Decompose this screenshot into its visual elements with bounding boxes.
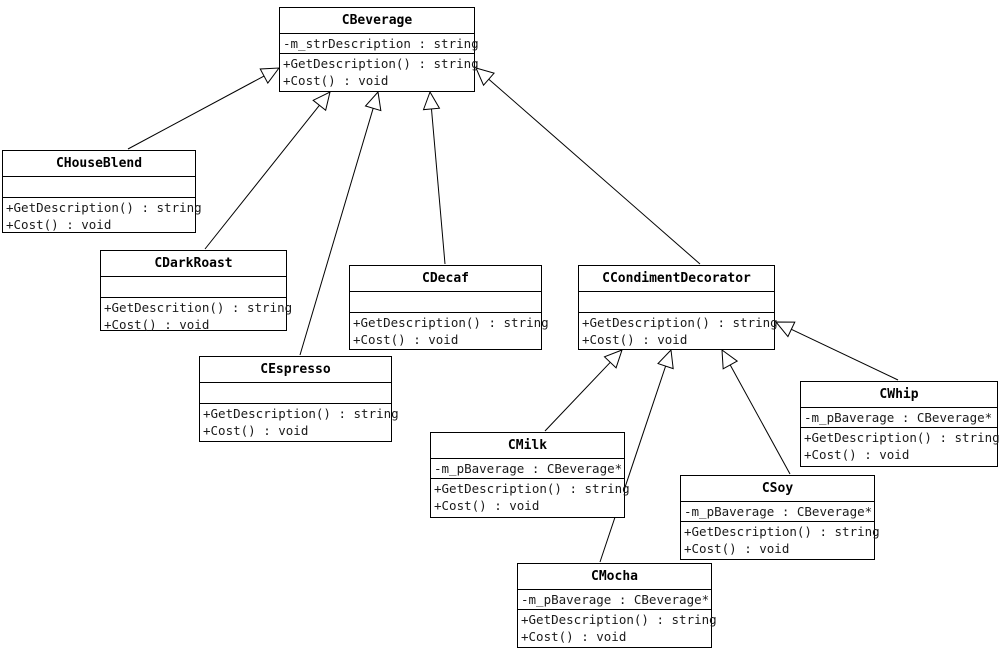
generalization-edge: [721, 348, 791, 475]
operation: +GetDescription() : string: [6, 200, 202, 215]
attribute: -m_strDescription : string: [283, 36, 479, 51]
class-operations-ccondimentdecorator: +GetDescription() : string+Cost() : void: [579, 313, 778, 351]
class-operations-chouseblend: +GetDescription() : string+Cost() : void: [3, 198, 202, 236]
operation: +GetDescription() : string: [203, 406, 399, 421]
class-operations-csoy: +GetDescription() : string+Cost() : void: [681, 522, 880, 560]
operation: +GetDescription() : string: [804, 430, 1000, 445]
class-attributes-chouseblend: [3, 177, 195, 198]
inheritance-arrowhead: [364, 90, 382, 112]
operation: +GetDescription() : string: [283, 56, 479, 71]
generalization-edge: [475, 67, 701, 265]
class-operations-cbeverage: +GetDescription() : string+Cost() : void: [280, 54, 479, 92]
operation: +GetDescription() : string: [434, 481, 630, 496]
attribute: -m_pBaverage : CBeverage*: [804, 410, 993, 425]
attribute: -m_pBaverage : CBeverage*: [521, 592, 710, 607]
class-operations-cdecaf: +GetDescription() : string+Cost() : void: [350, 313, 549, 351]
operation: +GetDescription() : string: [684, 524, 880, 539]
class-attributes-cmocha: -m_pBaverage : CBeverage*: [518, 590, 711, 610]
class-attributes-ccondimentdecorator: [579, 292, 774, 313]
class-name-cmocha: CMocha: [518, 564, 711, 590]
operation: +Cost() : void: [104, 316, 210, 332]
class-operations-cwhip: +GetDescription() : string+Cost() : void: [801, 428, 1000, 466]
operation: +GetDescrition() : string: [104, 300, 293, 315]
uml-class-cmilk[interactable]: CMilk -m_pBaverage : CBeverage* +GetDescri…: [430, 432, 630, 518]
operation: +Cost() : void: [6, 216, 112, 232]
operation: +Cost() : void: [203, 422, 309, 438]
class-attributes-cespresso: [200, 383, 391, 404]
inheritance-arrowhead: [475, 67, 495, 87]
inheritance-arrowhead: [657, 348, 674, 370]
edge-line: [488, 78, 701, 265]
class-name-ccondimentdecorator: CCondimentDecorator: [579, 266, 774, 292]
generalization-edge: [422, 90, 446, 265]
operation: +GetDescription() : string: [521, 612, 717, 627]
class-attributes-cbeverage: -m_strDescription : string: [280, 34, 479, 54]
inheritance-arrowhead: [603, 349, 623, 369]
class-attributes-cdecaf: [350, 292, 541, 313]
class-name-cbeverage: CBeverage: [280, 8, 474, 34]
inheritance-arrowhead: [259, 67, 281, 85]
class-attributes-cmilk: -m_pBaverage : CBeverage*: [431, 459, 624, 479]
class-attributes-cwhip: -m_pBaverage : CBeverage*: [801, 408, 997, 428]
edge-line: [204, 104, 320, 250]
operation: +Cost() : void: [582, 331, 688, 347]
uml-class-csoy[interactable]: CSoy -m_pBaverage : CBeverage* +GetDescrip…: [680, 475, 880, 560]
class-name-csoy: CSoy: [681, 476, 874, 502]
uml-class-cdarkroast[interactable]: CDarkRoast +GetDescrition() : string+Cost…: [100, 250, 292, 332]
edge-line: [127, 75, 265, 150]
inheritance-arrowhead: [721, 348, 739, 370]
uml-class-chouseblend[interactable]: CHouseBlend +GetDescription() : string+Co…: [2, 150, 202, 236]
edge-line: [791, 328, 899, 381]
operation: +Cost() : void: [283, 72, 389, 88]
generalization-edge: [127, 67, 281, 150]
operation: +GetDescription() : string: [582, 315, 778, 330]
edge-line: [544, 361, 611, 432]
class-name-chouseblend: CHouseBlend: [3, 151, 195, 177]
uml-class-cdecaf[interactable]: CDecaf +GetDescription() : string+Cost() …: [349, 265, 549, 351]
operation: +Cost() : void: [434, 497, 540, 513]
uml-class-ccondimentdecorator[interactable]: CCondimentDecorator +GetDescription() : s…: [578, 265, 778, 351]
edge-line: [729, 364, 791, 475]
operation: +Cost() : void: [353, 331, 459, 347]
class-operations-cdarkroast: +GetDescrition() : string+Cost() : void: [101, 298, 293, 336]
operation: +Cost() : void: [521, 628, 627, 644]
class-operations-cespresso: +GetDescription() : string+Cost() : void: [200, 404, 399, 442]
class-name-cdecaf: CDecaf: [350, 266, 541, 292]
operation: +GetDescription() : string: [353, 315, 549, 330]
class-operations-cmilk: +GetDescription() : string+Cost() : void: [431, 479, 630, 517]
class-name-cmilk: CMilk: [431, 433, 624, 459]
class-name-cwhip: CWhip: [801, 382, 997, 408]
generalization-edge: [544, 349, 623, 432]
inheritance-arrowhead: [312, 91, 331, 112]
operation: +Cost() : void: [684, 540, 790, 556]
attribute: -m_pBaverage : CBeverage*: [684, 504, 873, 519]
uml-class-cespresso[interactable]: CEspresso +GetDescription() : string+Cost…: [199, 356, 399, 442]
generalization-edge: [204, 91, 331, 250]
class-operations-cmocha: +GetDescription() : string+Cost() : void: [518, 610, 717, 648]
class-name-cdarkroast: CDarkRoast: [101, 251, 286, 277]
generalization-edge: [774, 321, 899, 381]
inheritance-arrowhead: [422, 90, 441, 111]
edge-line: [430, 108, 446, 265]
uml-class-cmocha[interactable]: CMocha -m_pBaverage : CBeverage* +GetDescr…: [517, 563, 717, 648]
operation: +Cost() : void: [804, 446, 910, 462]
class-name-cespresso: CEspresso: [200, 357, 391, 383]
uml-class-cwhip[interactable]: CWhip -m_pBaverage : CBeverage* +GetDescri…: [800, 381, 1000, 467]
inheritance-arrowhead: [774, 321, 796, 338]
class-attributes-cdarkroast: [101, 277, 286, 298]
uml-class-cbeverage[interactable]: CBeverage -m_strDescription : string +GetD…: [279, 7, 479, 92]
class-attributes-csoy: -m_pBaverage : CBeverage*: [681, 502, 874, 522]
attribute: -m_pBaverage : CBeverage*: [434, 461, 623, 476]
